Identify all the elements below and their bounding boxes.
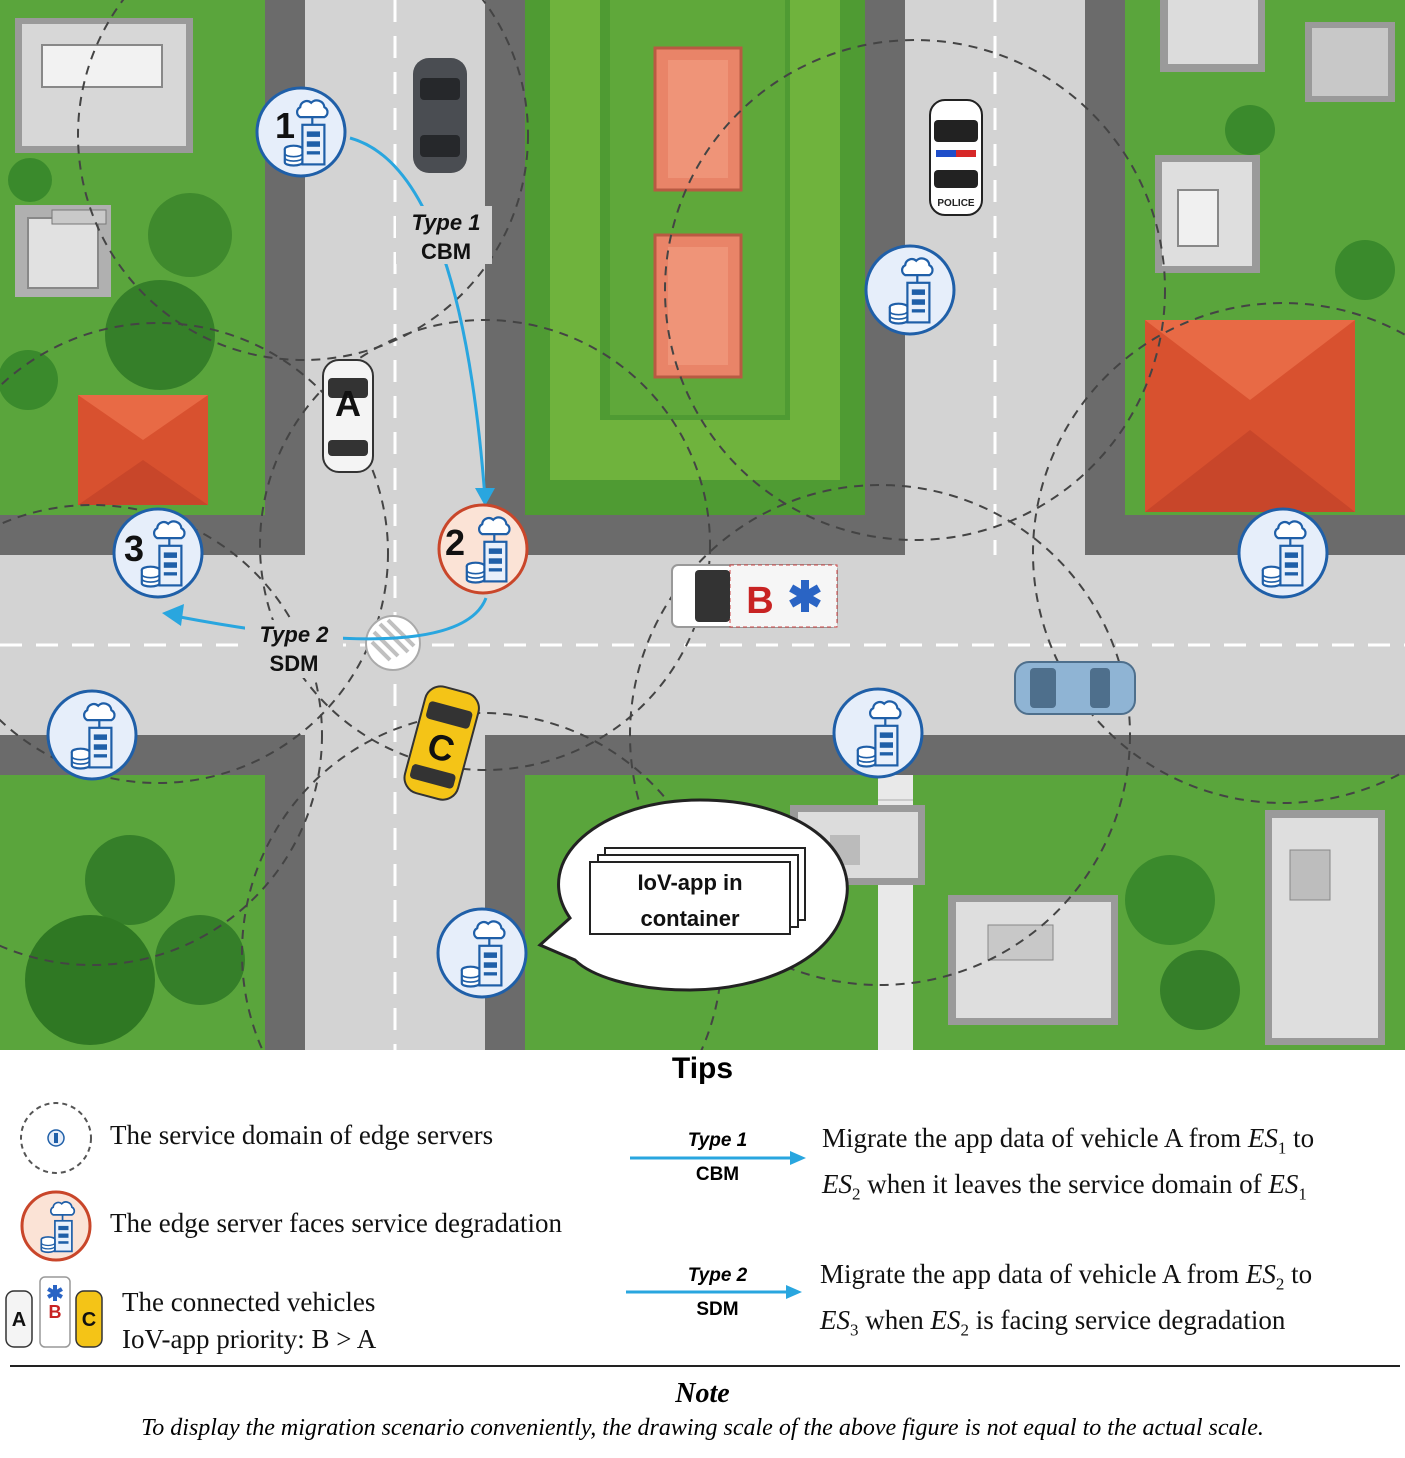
- type2-desc-line2: ES3 when ES2 is facing service degradati…: [820, 1305, 1286, 1340]
- tips-title: Tips: [671, 1052, 734, 1085]
- police-car: POLICE: [929, 99, 983, 216]
- svg-text:B: B: [49, 1302, 62, 1322]
- type2-desc-line1: Migrate the app data of vehicle A from E…: [820, 1259, 1313, 1294]
- edge-server-2-degraded: 2: [437, 503, 529, 595]
- type1-legend-arrow: [630, 1151, 806, 1165]
- type2-type-label: Type 2: [260, 622, 330, 647]
- edge-server-5: [1237, 507, 1329, 599]
- type2-legend-mode: SDM: [696, 1299, 739, 1320]
- edge-server-3: 3: [112, 507, 204, 599]
- note-text: To display the migration scenario conven…: [141, 1415, 1264, 1441]
- type2-mode-label: SDM: [270, 651, 319, 676]
- type2-legend-label: Type 2 SDM: [650, 1265, 785, 1321]
- priority-legend-text: IoV-app priority: B > A: [122, 1324, 377, 1354]
- vehicle-b-ambulance: B: [671, 564, 838, 628]
- type2-description: Migrate the app data of vehicle A from E…: [820, 1256, 1312, 1349]
- edge-server-8: [436, 907, 528, 999]
- edge-server-6: [46, 689, 138, 781]
- type1-legend-mode: CBM: [695, 1164, 740, 1185]
- bubble-line2: container: [640, 906, 739, 931]
- dark-suv: [413, 58, 467, 173]
- container-speech-bubble: IoV-app in container: [537, 798, 849, 992]
- type1-type-label: Type 1: [412, 210, 481, 235]
- degraded-server-legend-icon: [20, 1190, 92, 1262]
- note-title: Note: [675, 1378, 730, 1409]
- crosswalk-marker: [365, 615, 421, 671]
- edge-server-4: [864, 244, 956, 336]
- type1-legend-type: Type 1: [687, 1130, 748, 1151]
- iov-map: POLICE A B C Type 1: [0, 0, 1405, 1050]
- edge-server-1: 1: [255, 86, 347, 178]
- svg-text:C: C: [82, 1309, 96, 1331]
- type1-desc-line1: Migrate the app data of vehicle A from E…: [822, 1123, 1315, 1158]
- edge-server-1-number: 1: [275, 105, 295, 146]
- service-domain-legend-icon: [20, 1102, 92, 1174]
- edge-server-3-number: 3: [124, 528, 144, 569]
- type1-mode-label: CBM: [421, 239, 471, 264]
- bubble-line1: IoV-app in: [637, 870, 742, 895]
- type1-legend-label: Type 1 CBM: [650, 1130, 785, 1186]
- vehicle-c-taxi: C: [403, 685, 480, 801]
- police-label: POLICE: [937, 198, 975, 209]
- vehicle-a: A: [322, 359, 374, 473]
- degraded-server-legend-text: The edge server faces service degradatio…: [110, 1208, 562, 1238]
- vehicle-a-label: A: [335, 383, 361, 424]
- service-domain-legend-text: The service domain of edge servers: [110, 1120, 494, 1150]
- type1-description: Migrate the app data of vehicle A from E…: [822, 1120, 1314, 1213]
- type2-legend-arrow: [626, 1285, 802, 1299]
- edge-server-7: [832, 687, 924, 779]
- connected-vehicles-legend-text: The connected vehicles: [122, 1287, 376, 1317]
- connected-vehicles-legend-icon: A B C: [5, 1276, 103, 1348]
- note-divider: [10, 1365, 1400, 1367]
- type1-desc-line2: ES2 when it leaves the service domain of…: [822, 1169, 1307, 1204]
- type2-legend-type: Type 2: [687, 1265, 748, 1286]
- edge-server-2-number: 2: [445, 522, 465, 563]
- svg-text:A: A: [12, 1309, 26, 1331]
- blue-car: [1014, 661, 1136, 715]
- vehicle-b-label: B: [746, 580, 773, 622]
